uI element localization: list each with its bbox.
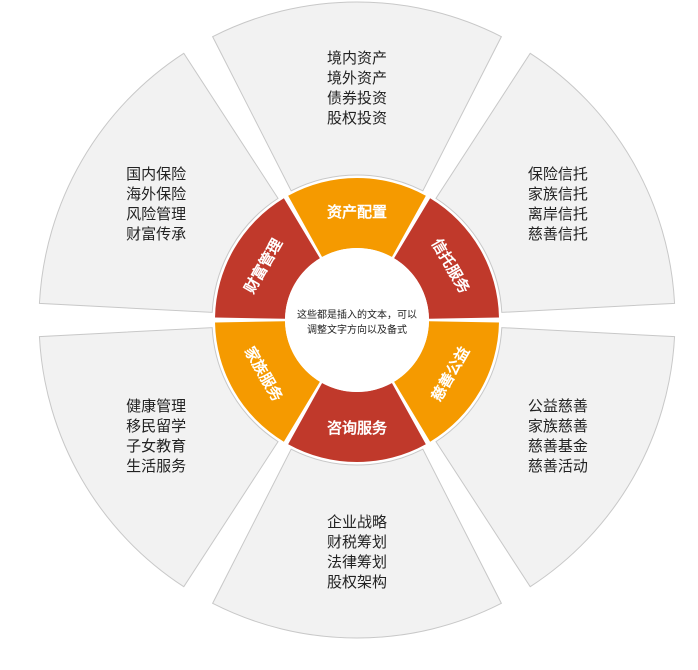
- outer-item-wealth-management-2: 海外保险: [126, 185, 186, 203]
- outer-item-trust-services-2: 家族信托: [528, 185, 588, 203]
- outer-item-family-services-1: 健康管理: [126, 397, 186, 415]
- outer-item-family-services-3: 子女教育: [126, 437, 186, 455]
- outer-item-wealth-management-3: 风险管理: [126, 205, 186, 223]
- inner-segment-family-services: [215, 321, 320, 442]
- outer-segment-family-services: [38, 327, 279, 588]
- outer-item-consulting-3: 法律筹划: [327, 553, 387, 571]
- outer-item-trust-services-1: 保险信托: [528, 165, 588, 183]
- outer-item-asset-allocation-2: 境外资产: [327, 69, 387, 87]
- outer-item-asset-allocation-4: 股权投资: [327, 109, 387, 127]
- outer-segment-charity: [435, 327, 676, 588]
- outer-segment-consulting: [211, 448, 503, 639]
- inner-segment-asset-allocation: [288, 178, 426, 258]
- outer-item-consulting-1: 企业战略: [327, 513, 387, 531]
- inner-segment-charity: [394, 321, 499, 442]
- outer-item-charity-4: 慈善活动: [528, 457, 588, 475]
- outer-item-family-services-2: 移民留学: [126, 417, 186, 435]
- outer-item-charity-2: 家族慈善: [528, 417, 588, 435]
- outer-segment-trust-services: [435, 52, 676, 313]
- outer-item-consulting-2: 财税筹划: [327, 533, 387, 551]
- center-hub: 这些都是插入的文本，可以 调整文字方向以及备式: [285, 248, 429, 392]
- outer-segment-asset-allocation: [211, 1, 503, 192]
- center-circle: [285, 248, 429, 392]
- outer-item-consulting-4: 股权架构: [327, 573, 387, 591]
- inner-segment-wealth-management: [215, 198, 320, 319]
- outer-item-trust-services-4: 慈善信托: [528, 225, 588, 243]
- outer-item-asset-allocation-1: 境内资产: [327, 49, 387, 67]
- inner-label-consulting: 咨询服务: [327, 419, 388, 437]
- inner-label-asset-allocation: 资产配置: [327, 203, 387, 221]
- outer-segment-wealth-management: [38, 52, 279, 313]
- outer-item-family-services-4: 生活服务: [126, 457, 186, 475]
- outer-ring: 境内资产境外资产债券投资股权投资保险信托家族信托离岸信托慈善信托公益慈善家族慈善…: [38, 1, 676, 639]
- outer-item-trust-services-3: 离岸信托: [528, 205, 588, 223]
- inner-segment-trust-services: [394, 198, 499, 319]
- outer-item-charity-1: 公益慈善: [528, 397, 588, 415]
- outer-item-asset-allocation-3: 债券投资: [327, 89, 387, 107]
- center-text-line-2: 调整文字方向以及备式: [307, 323, 407, 336]
- inner-segment-consulting: [288, 382, 426, 462]
- outer-item-wealth-management-1: 国内保险: [126, 165, 186, 183]
- outer-item-wealth-management-4: 财富传承: [126, 225, 186, 243]
- center-text-line-1: 这些都是插入的文本，可以: [297, 308, 417, 321]
- outer-item-charity-3: 慈善基金: [528, 437, 588, 455]
